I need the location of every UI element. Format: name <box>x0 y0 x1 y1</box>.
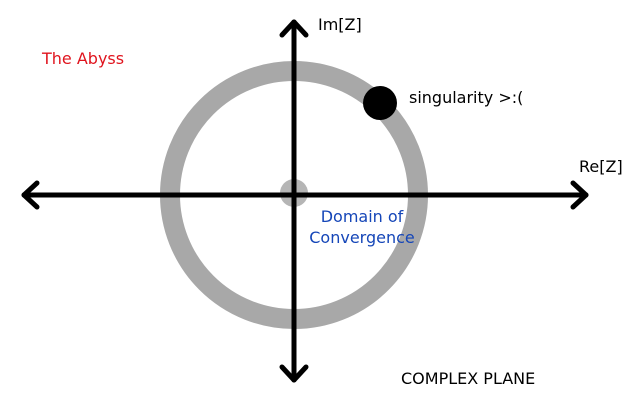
domain-label-line-1: Domain of <box>320 207 404 226</box>
complex-plane-title: COMPLEX PLANE <box>401 369 536 388</box>
domain-label-line-2: Convergence <box>309 227 415 247</box>
imaginary-axis <box>279 19 309 383</box>
abyss-label: The Abyss <box>42 49 125 68</box>
singularity-label: singularity >:( <box>409 88 524 107</box>
singularity-point <box>363 86 397 120</box>
real-axis <box>21 180 589 210</box>
domain-of-convergence-label: Domain of Convergence <box>302 207 422 249</box>
real-axis-label: Re[Z] <box>579 157 623 176</box>
imaginary-axis-label: Im[Z] <box>318 15 362 34</box>
